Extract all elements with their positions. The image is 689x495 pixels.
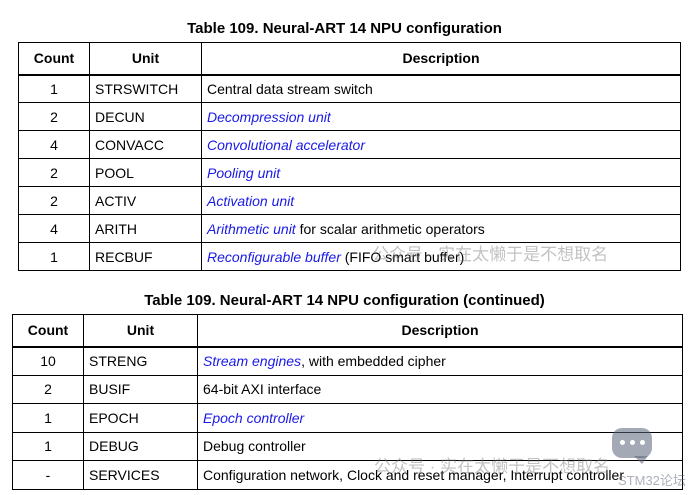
cell-count: 10 <box>12 346 84 376</box>
cell-description: 64-bit AXI interface <box>197 374 683 404</box>
cell-description: Debug controller <box>197 431 683 461</box>
cell-unit: STRENG <box>83 346 198 376</box>
description-text: Configuration network, Clock and reset m… <box>203 466 624 483</box>
cell-unit: ARITH <box>89 214 202 243</box>
cell-count: 2 <box>18 186 90 215</box>
description-text: (FIFO smart buffer) <box>340 248 465 265</box>
description-link[interactable]: Convolutional accelerator <box>207 136 365 153</box>
table1-caption: Table 109. Neural-ART 14 NPU configurati… <box>187 20 502 37</box>
description-link[interactable]: Decompression unit <box>207 108 331 125</box>
description-link[interactable]: Pooling unit <box>207 164 281 181</box>
cell-count: 1 <box>18 74 90 103</box>
cell-description: Activation unit <box>201 186 681 215</box>
cell-unit: EPOCH <box>83 403 198 433</box>
cell-count: 1 <box>18 242 90 271</box>
cell-description: Decompression unit <box>201 102 681 131</box>
cell-unit: CONVACC <box>89 130 202 159</box>
description-text: Debug controller <box>203 438 306 455</box>
forum-watermark: STM32论坛 <box>618 473 686 488</box>
cell-unit: DEBUG <box>83 431 198 461</box>
cell-unit: STRSWITCH <box>89 74 202 103</box>
description-link[interactable]: Activation unit <box>207 192 295 209</box>
cell-unit: POOL <box>89 158 202 187</box>
cell-description: Convolutional accelerator <box>201 130 681 159</box>
description-text: , with embedded cipher <box>301 353 446 369</box>
table2-caption: Table 109. Neural-ART 14 NPU configurati… <box>144 292 545 309</box>
header-count: Count <box>12 314 84 347</box>
description-link[interactable]: Epoch controller <box>203 409 305 426</box>
cell-count: 2 <box>12 374 84 404</box>
cell-description: Reconfigurable buffer (FIFO smart buffer… <box>201 242 681 271</box>
cell-unit: BUSIF <box>83 374 198 404</box>
table-header-row: Count Unit Description <box>12 314 683 347</box>
description-text: for scalar arithmetic operators <box>295 220 485 237</box>
cell-description: Arithmetic unit for scalar arithmetic op… <box>201 214 681 243</box>
description-link[interactable]: Arithmetic unit <box>207 220 296 237</box>
header-description: Description <box>201 42 681 75</box>
cell-count: - <box>12 460 84 490</box>
cell-count: 1 <box>12 403 84 433</box>
chat-bubble-icon <box>612 428 652 464</box>
table-header-row: Count Unit Description <box>18 42 681 75</box>
cell-count: 2 <box>18 158 90 187</box>
header-description: Description <box>197 314 683 347</box>
table-row: -SERVICES Configuration network, Clock an… <box>12 460 683 490</box>
description-text: Central data stream switch <box>207 80 373 97</box>
cell-count: 4 <box>18 214 90 243</box>
description-link[interactable]: Reconfigurable buffer <box>207 248 341 265</box>
cell-count: 1 <box>12 431 84 461</box>
description-text: 64-bit AXI interface <box>203 381 322 398</box>
header-unit: Unit <box>89 42 202 75</box>
cell-count: 4 <box>18 130 90 159</box>
cell-unit: DECUN <box>89 102 202 131</box>
cell-description: Configuration network, Clock and reset m… <box>197 460 683 490</box>
header-count: Count <box>18 42 90 75</box>
cell-description: Pooling unit <box>201 158 681 187</box>
cell-count: 2 <box>18 102 90 131</box>
cell-unit: SERVICES <box>83 460 198 490</box>
cell-description: Central data stream switch <box>201 74 681 103</box>
cell-description: Epoch controller <box>197 403 683 433</box>
cell-description: Stream engines, with embedded cipher <box>197 346 683 376</box>
header-unit: Unit <box>83 314 198 347</box>
description-link[interactable]: Stream engines <box>203 353 302 369</box>
cell-unit: RECBUF <box>89 242 202 271</box>
cell-unit: ACTIV <box>89 186 202 215</box>
